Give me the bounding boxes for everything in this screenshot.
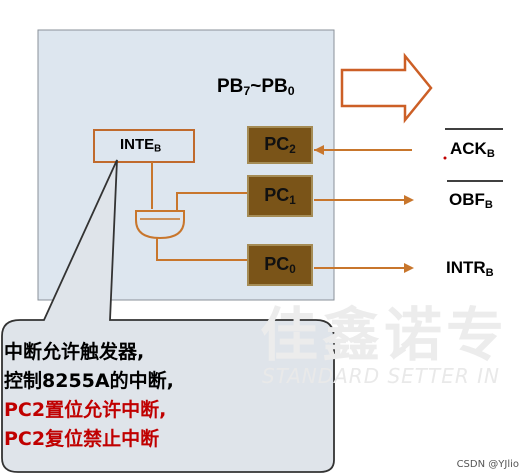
credit-text: CSDN @YJlio: [456, 459, 519, 470]
inte-label: INTEB: [120, 136, 161, 154]
wire-gate-to-pc0: [156, 236, 248, 261]
port-b-sep: ~PB: [250, 76, 288, 97]
ack-sub: B: [486, 147, 495, 160]
and-gate: [135, 210, 185, 240]
port-b-arrow: [340, 52, 433, 124]
pc0-box: [247, 244, 313, 286]
arrowhead-ack-in: [314, 145, 324, 155]
pc2-sub: 2: [289, 142, 296, 156]
arrowhead-intr-out: [404, 263, 414, 273]
callout-line-2: 控制8255A的中断,: [4, 370, 174, 392]
pc2-main: PC: [264, 134, 290, 154]
inte-box: [93, 129, 195, 163]
port-b-sub1: 7: [243, 84, 251, 99]
wires: [151, 149, 412, 269]
intr-main: INTR: [446, 258, 486, 277]
callout-line-4: PC2复位禁止中断: [4, 428, 160, 450]
pc0-main: PC: [264, 254, 290, 274]
port-b-sub2: 0: [287, 84, 295, 99]
pc0-label: PC0: [248, 254, 312, 276]
pc2-label: PC2: [248, 134, 312, 156]
callout-text: 中断允许触发器, 控制8255A的中断, PC2置位允许中断, PC2复位禁止中…: [4, 338, 334, 454]
pc1-label: PC1: [248, 185, 312, 207]
inte-main: INTE: [120, 136, 155, 153]
callout-bubble: [1, 159, 335, 473]
pc0-sub: 0: [289, 262, 296, 276]
obf-main: OBF: [449, 190, 485, 209]
ack-dot: [443, 156, 447, 160]
ack-main: ACK: [450, 139, 487, 158]
ack-label: ACKB: [450, 139, 495, 160]
intr-label: INTRB: [446, 258, 494, 279]
callout-line-1: 中断允许触发器,: [4, 341, 145, 363]
port-b-label: PB7~PB0: [217, 76, 295, 98]
obf-sub: B: [484, 198, 493, 211]
inte-sub: B: [154, 143, 162, 155]
wire-pc1-to-gate: [176, 192, 248, 211]
pc1-main: PC: [264, 185, 290, 205]
callout-line-3: PC2置位允许中断,: [4, 399, 167, 421]
arrowhead-obf-out: [404, 195, 414, 205]
obf-label: OBFB: [449, 190, 493, 211]
port-b-main: PB: [217, 76, 244, 97]
pc1-sub: 1: [289, 193, 296, 207]
pc2-box: [247, 126, 313, 164]
intr-sub: B: [485, 266, 494, 279]
pc1-box: [247, 175, 313, 217]
